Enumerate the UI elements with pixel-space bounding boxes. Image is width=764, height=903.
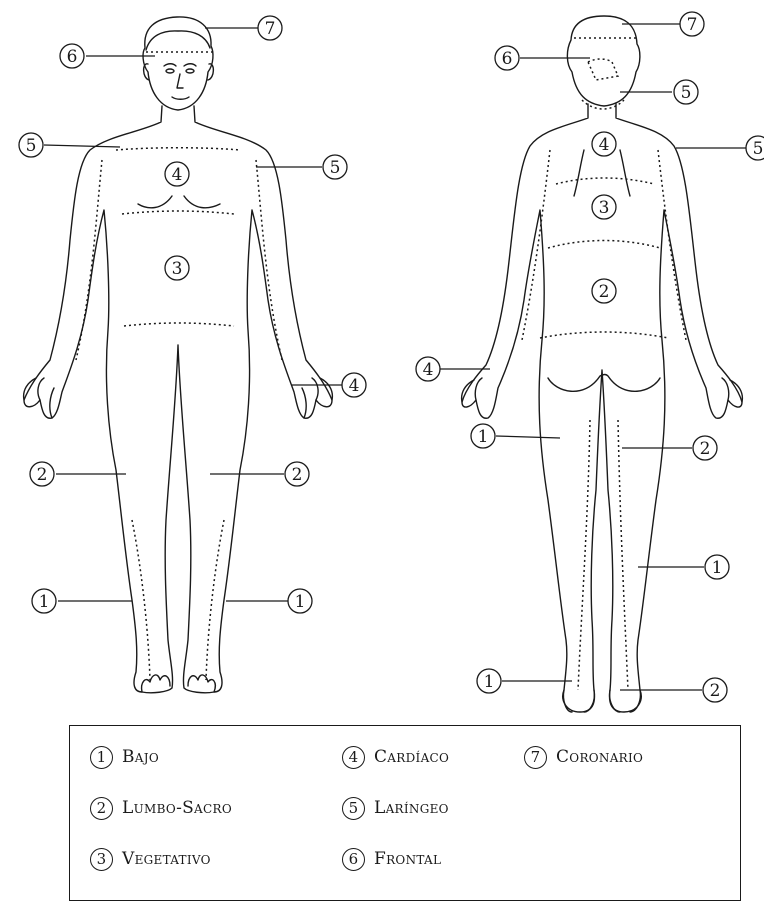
front-body <box>24 17 333 693</box>
back-body <box>462 16 743 712</box>
svg-text:2: 2 <box>292 465 303 485</box>
legend-item-laringeo: 5 Laríngeo <box>342 793 449 823</box>
marker-front-7: 7 <box>258 16 282 40</box>
marker-back-2-lumbar: 2 <box>592 279 616 303</box>
marker-back-5-neck: 5 <box>674 80 698 104</box>
legend-box: 1 Bajo 2 Lumbo-Sacro 3 Vegetativo 4 Card… <box>69 725 741 901</box>
svg-text:4: 4 <box>599 135 610 155</box>
svg-text:1: 1 <box>484 672 495 692</box>
legend-item-frontal: 6 Frontal <box>342 844 441 874</box>
marker-back-3-mid: 3 <box>592 195 616 219</box>
marker-back-1-calf: 1 <box>705 555 729 579</box>
svg-text:7: 7 <box>687 15 698 35</box>
marker-front-5-right: 5 <box>323 155 347 179</box>
svg-text:4: 4 <box>349 376 360 396</box>
back-leader-lines <box>440 24 746 690</box>
svg-text:4: 4 <box>172 165 183 185</box>
legend-label: Frontal <box>374 849 441 869</box>
legend-number: 7 <box>524 746 547 769</box>
svg-text:1: 1 <box>478 427 489 447</box>
legend-item-vegetativo: 3 Vegetativo <box>90 844 211 874</box>
legend-number: 4 <box>342 746 365 769</box>
svg-text:6: 6 <box>502 49 513 69</box>
svg-text:2: 2 <box>599 282 610 302</box>
svg-text:1: 1 <box>712 558 723 578</box>
svg-text:5: 5 <box>26 136 37 156</box>
back-markers: 7 6 5 5 4 3 2 4 1 2 1 1 2 <box>416 12 764 702</box>
legend-label: Vegetativo <box>122 849 211 869</box>
marker-back-6: 6 <box>495 46 519 70</box>
legend-label: Lumbo-Sacro <box>122 798 232 818</box>
front-markers: 7 6 5 5 4 3 4 2 2 1 1 <box>19 16 366 613</box>
marker-front-4-hand: 4 <box>342 373 366 397</box>
svg-text:5: 5 <box>753 139 764 159</box>
marker-front-6: 6 <box>60 44 84 68</box>
body-zones-figure: 7 6 5 5 4 3 4 2 2 1 1 7 6 5 5 4 3 2 4 1 … <box>0 0 764 720</box>
svg-text:2: 2 <box>710 681 721 701</box>
svg-text:5: 5 <box>330 158 341 178</box>
legend-label: Cardíaco <box>374 747 449 767</box>
legend-item-cardiaco: 4 Cardíaco <box>342 742 449 772</box>
svg-text:4: 4 <box>423 360 434 380</box>
marker-back-2-thigh: 2 <box>693 436 717 460</box>
marker-front-1-right: 1 <box>288 589 312 613</box>
legend-label: Bajo <box>122 747 159 767</box>
legend-item-coronario: 7 Coronario <box>524 742 643 772</box>
legend-number: 6 <box>342 848 365 871</box>
marker-back-7: 7 <box>680 12 704 36</box>
legend-number: 1 <box>90 746 113 769</box>
legend-label: Coronario <box>556 747 643 767</box>
legend-item-lumbo-sacro: 2 Lumbo-Sacro <box>90 793 232 823</box>
legend-number: 3 <box>90 848 113 871</box>
legend-number: 5 <box>342 797 365 820</box>
marker-front-2-right: 2 <box>285 462 309 486</box>
svg-text:7: 7 <box>265 19 276 39</box>
svg-text:2: 2 <box>37 465 48 485</box>
marker-front-2-left: 2 <box>30 462 54 486</box>
legend-label: Laríngeo <box>374 798 449 818</box>
legend-number: 2 <box>90 797 113 820</box>
marker-front-3-abdomen: 3 <box>165 256 189 280</box>
svg-text:5: 5 <box>681 83 692 103</box>
marker-back-4-hand: 4 <box>416 357 440 381</box>
legend-item-bajo: 1 Bajo <box>90 742 159 772</box>
marker-back-2-foot: 2 <box>703 678 727 702</box>
svg-text:1: 1 <box>295 592 306 612</box>
marker-front-5-left: 5 <box>19 133 43 157</box>
svg-text:3: 3 <box>172 259 183 279</box>
svg-text:2: 2 <box>700 439 711 459</box>
front-leader-lines <box>44 28 342 601</box>
marker-back-1-thigh: 1 <box>471 424 495 448</box>
svg-text:3: 3 <box>599 198 610 218</box>
svg-text:1: 1 <box>39 592 50 612</box>
svg-text:6: 6 <box>67 47 78 67</box>
marker-back-4-upper: 4 <box>592 132 616 156</box>
marker-front-4-chest: 4 <box>165 162 189 186</box>
marker-back-5-shoulder: 5 <box>746 136 764 160</box>
marker-front-1-left: 1 <box>32 589 56 613</box>
marker-back-1-foot: 1 <box>477 669 501 693</box>
